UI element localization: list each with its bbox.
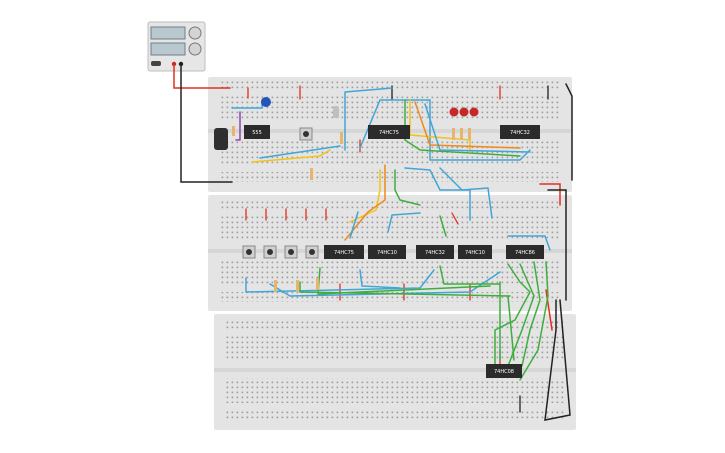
chip-label: 74HC86 <box>515 250 535 256</box>
chip-label: 74HC10 <box>377 250 397 256</box>
red-led-icon[interactable] <box>449 107 459 117</box>
chip-label: 74HC08 <box>494 369 514 375</box>
breadboard-bottom[interactable] <box>214 314 576 430</box>
resistors <box>232 126 471 292</box>
red-led-icon[interactable] <box>469 107 479 117</box>
pushbutton-icon[interactable] <box>309 249 315 255</box>
chip-74hc75-a[interactable]: 74HC75 <box>368 125 410 139</box>
voltage-display <box>150 26 186 40</box>
chip-label: 74HC75 <box>379 130 399 136</box>
chip-label: 74HC32 <box>510 130 530 136</box>
power-wires[interactable] <box>173 63 573 421</box>
signal-wires[interactable] <box>231 87 551 381</box>
chip-74hc32-b[interactable]: 74HC32 <box>416 245 454 259</box>
chip-74hc32-a[interactable]: 74HC32 <box>500 125 540 139</box>
chip-555[interactable]: 555 <box>244 125 270 139</box>
electrolytic-capacitor-icon[interactable] <box>214 128 228 150</box>
pushbuttons[interactable] <box>242 127 319 259</box>
power-supply[interactable] <box>147 21 206 72</box>
pushbutton-icon[interactable] <box>267 249 273 255</box>
current-knob[interactable] <box>188 42 202 56</box>
pushbutton-icon[interactable] <box>303 131 309 137</box>
crystal-icon[interactable] <box>333 106 339 118</box>
pushbutton-icon[interactable] <box>288 249 294 255</box>
pushbutton-icon[interactable] <box>246 249 252 255</box>
chip-label: 74HC32 <box>425 250 445 256</box>
chip-74hc10-a[interactable]: 74HC10 <box>368 245 406 259</box>
chip-label: 74HC10 <box>465 250 485 256</box>
chip-label: 555 <box>252 130 262 136</box>
chip-74hc75-b[interactable]: 74HC75 <box>324 245 364 259</box>
leds[interactable] <box>449 107 479 117</box>
rail-jumpers[interactable] <box>245 85 549 413</box>
red-led-icon[interactable] <box>459 107 469 117</box>
chip-74hc10-b[interactable]: 74HC10 <box>458 245 492 259</box>
voltage-knob[interactable] <box>188 26 202 40</box>
chip-label: 74HC75 <box>334 250 354 256</box>
potentiometer-icon[interactable] <box>261 97 271 107</box>
chip-74hc86[interactable]: 74HC86 <box>506 245 544 259</box>
current-display <box>150 42 186 56</box>
power-switch[interactable] <box>151 61 161 66</box>
chip-74hc08[interactable]: 74HC08 <box>486 364 522 378</box>
